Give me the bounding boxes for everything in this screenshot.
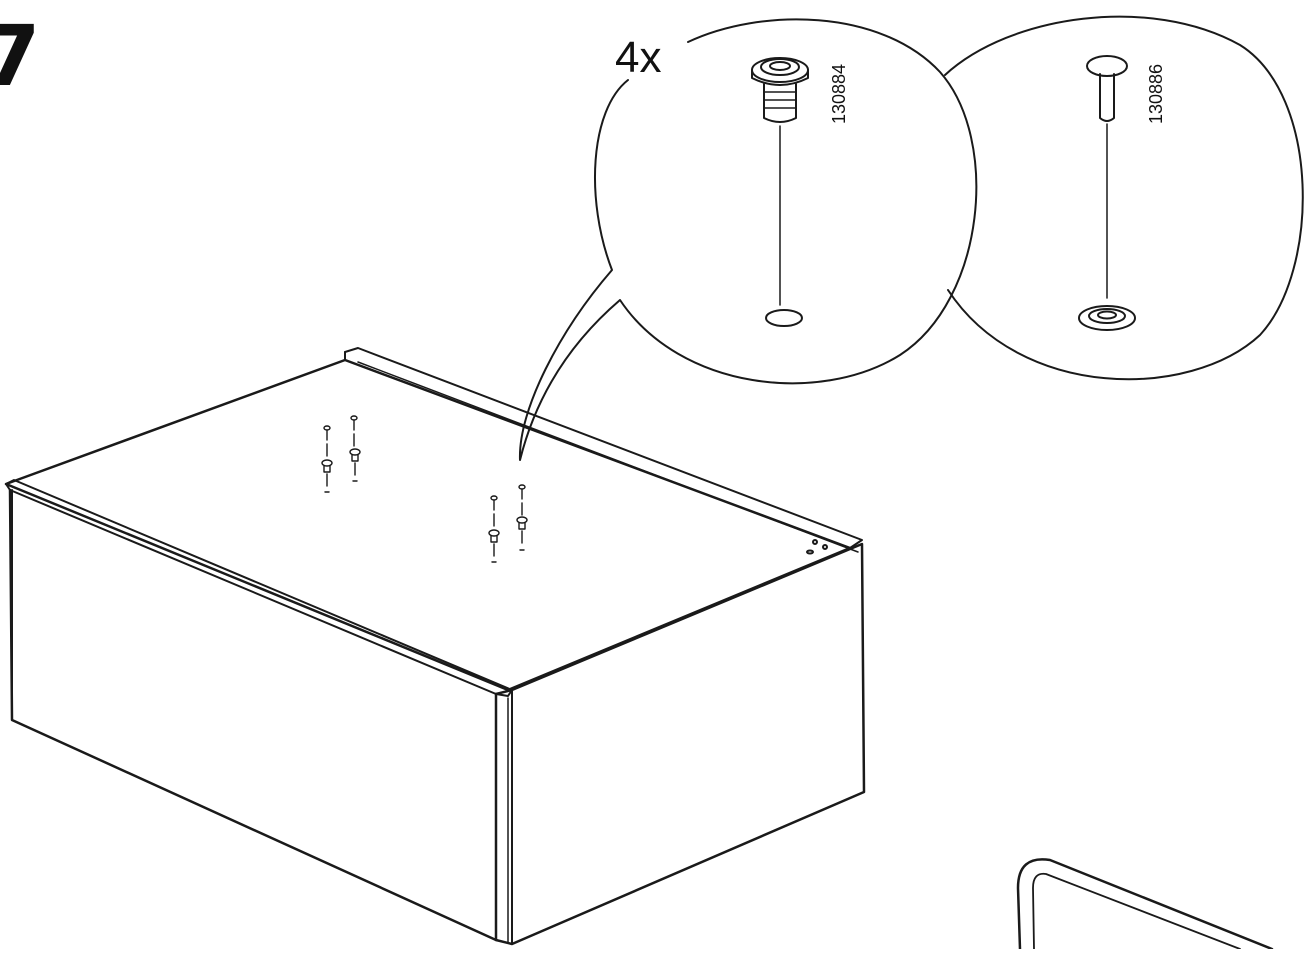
fastener-group-left <box>321 415 361 493</box>
next-step-partial-frame <box>1016 858 1274 951</box>
fastener-group-right <box>488 484 528 563</box>
step-number: 7 <box>0 7 41 105</box>
part-code-dowel: 130886 <box>1146 63 1166 124</box>
dowel-pin-icon <box>1078 55 1136 331</box>
part-code-cam-lock: 130884 <box>829 63 849 124</box>
detail-callout-right <box>944 15 1304 381</box>
cabinet-box <box>4 347 866 946</box>
detail-callout-left <box>518 18 978 461</box>
quantity-label: 4x <box>615 33 662 82</box>
cam-lock-insert-icon <box>751 57 809 327</box>
